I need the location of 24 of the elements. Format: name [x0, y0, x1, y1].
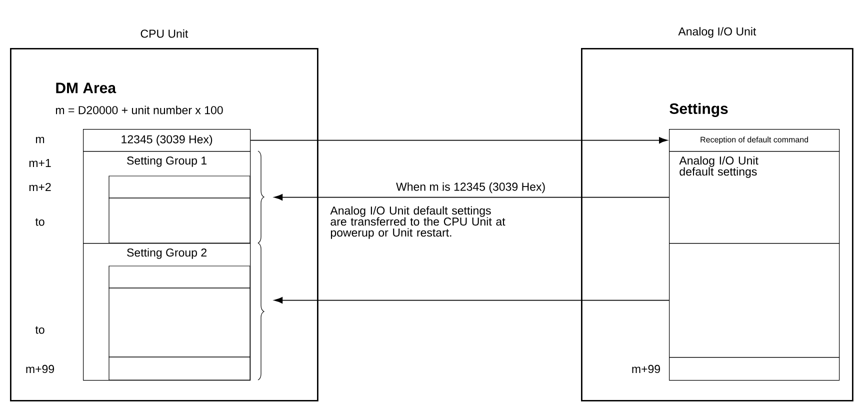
- address-label: m+99: [26, 364, 54, 374]
- note-text: Analog I/O Unit default settings are transferred to the CPU Unit at powerup or Unit restart.: [330, 206, 506, 239]
- memory-row: Analog I/O Unit default settings: [669, 151, 840, 244]
- heading: DM Area: [56, 82, 116, 94]
- address-label: m = D20000 + unit number x 100: [56, 106, 223, 114]
- memory-row: 12345 (3039 Hex): [83, 129, 251, 152]
- address-label: to: [35, 218, 44, 226]
- node-label: Analog I/O Unit: [678, 27, 756, 38]
- address-label: m+1: [29, 159, 51, 167]
- setting-group-block: Setting Group 1: [83, 151, 251, 244]
- memory-row: [669, 242, 840, 358]
- address-label: to: [35, 326, 44, 334]
- arrow: [274, 297, 670, 304]
- address-label: m: [36, 136, 44, 144]
- memory-row: Reception of default command: [669, 129, 840, 152]
- memory-row: [669, 357, 840, 381]
- arrow: [250, 137, 668, 144]
- address-label: m+2: [29, 182, 51, 191]
- arrow: [274, 194, 670, 201]
- node-label: CPU Unit: [140, 29, 188, 38]
- address-label: m+99: [632, 364, 660, 374]
- setting-group-block: Setting Group 2: [83, 242, 251, 381]
- edge-label: When m is 12345 (3039 Hex): [395, 181, 547, 194]
- heading: Settings: [670, 102, 728, 118]
